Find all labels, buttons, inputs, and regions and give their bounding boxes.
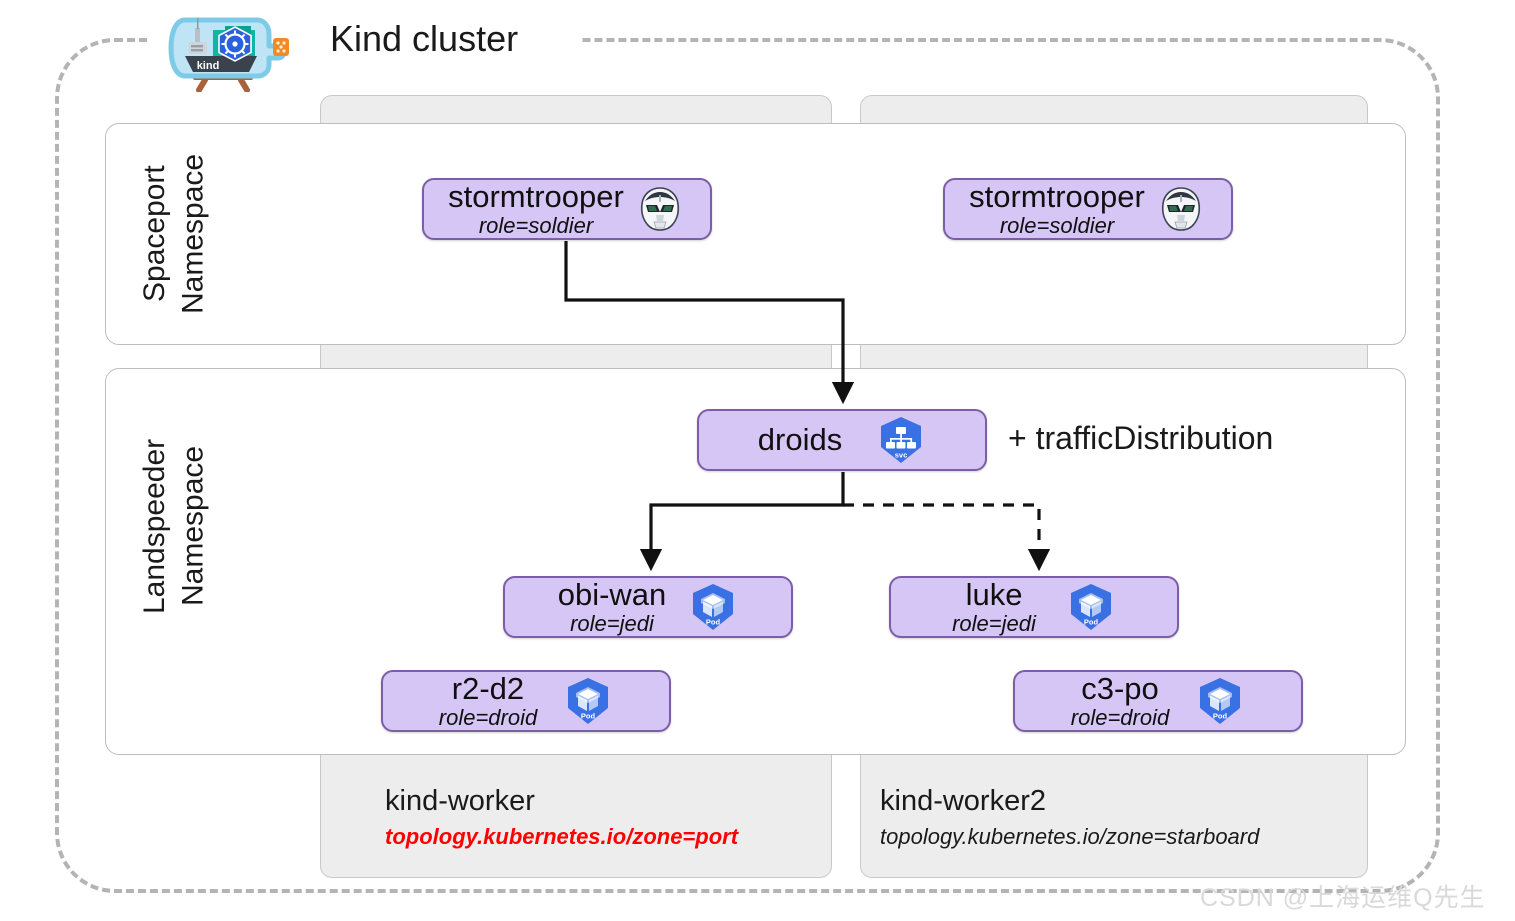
pod-name: obi-wan <box>557 576 667 612</box>
svg-text:Pod: Pod <box>706 617 721 626</box>
pod-obi-wan[interactable]: obi-wan role=jedi Pod <box>503 576 793 638</box>
traffic-distribution-annotation: + trafficDistribution <box>1008 420 1274 456</box>
watermark: CSDN @上海运维Q先生 <box>1200 884 1486 912</box>
stormtrooper-helmet-icon <box>1161 187 1200 231</box>
pod-labels: role=jedi <box>952 611 1036 637</box>
pod-r2-d2[interactable]: r2-d2 role=droid Pod <box>381 670 671 732</box>
namespace-label-line2: Namespace <box>176 445 210 607</box>
pod-luke[interactable]: luke role=jedi Pod <box>889 576 1179 638</box>
kubernetes-pod-icon: Pod <box>693 583 734 630</box>
pod-labels: role=soldier <box>478 213 594 239</box>
service-name: droids <box>757 421 843 457</box>
kubernetes-pod-icon: Pod <box>1200 677 1241 724</box>
pod-stormtrooper-worker1[interactable]: stormtrooper role=soldier <box>422 178 712 240</box>
node-zone-label: topology.kubernetes.io/zone=port <box>385 824 739 850</box>
node-name: kind-worker2 <box>880 785 1046 817</box>
pod-name: r2-d2 <box>451 670 525 706</box>
pod-name: stormtrooper <box>448 178 624 214</box>
node-zone-label: topology.kubernetes.io/zone=starboard <box>880 824 1260 850</box>
svg-text:Pod: Pod <box>581 711 596 720</box>
pod-name: c3-po <box>1081 670 1159 706</box>
namespace-label-line1: Spaceport <box>138 165 171 303</box>
svg-text:svc: svc <box>895 451 908 460</box>
namespace-label-line1: Landspeeder <box>138 438 171 614</box>
svg-text:Pod: Pod <box>1084 617 1099 626</box>
kubernetes-pod-icon: Pod <box>568 677 609 724</box>
namespace-label-landspeeder: Landspeeder Namespace <box>136 376 213 676</box>
kind-ship-in-bottle-logo: kind <box>168 17 289 92</box>
namespace-label-spaceport: Spaceport Namespace <box>136 131 213 337</box>
svg-text:kind: kind <box>197 60 220 72</box>
node-label-kind-worker2: kind-worker2 topology.kubernetes.io/zone… <box>880 785 1259 852</box>
svg-text:Pod: Pod <box>1213 711 1228 720</box>
pod-name: stormtrooper <box>969 178 1145 214</box>
stormtrooper-helmet-icon <box>640 187 679 231</box>
node-name: kind-worker <box>385 785 535 817</box>
pod-c3-po[interactable]: c3-po role=droid Pod <box>1013 670 1303 732</box>
kubernetes-service-icon: svc <box>881 417 922 463</box>
node-label-kind-worker: kind-worker topology.kubernetes.io/zone=… <box>385 785 738 852</box>
pod-labels: role=jedi <box>570 611 654 637</box>
kind-cluster-boundary <box>55 38 1440 893</box>
namespace-label-line2: Namespace <box>176 153 210 315</box>
pod-labels: role=droid <box>438 705 538 731</box>
kubernetes-pod-icon: Pod <box>1070 583 1111 630</box>
pod-name: luke <box>965 576 1023 612</box>
pod-labels: role=soldier <box>999 213 1115 239</box>
pod-stormtrooper-worker2[interactable]: stormtrooper role=soldier <box>943 178 1233 240</box>
cluster-title: Kind cluster <box>330 18 519 59</box>
pod-labels: role=droid <box>1070 705 1170 731</box>
service-droids[interactable]: droids svc <box>697 409 987 471</box>
